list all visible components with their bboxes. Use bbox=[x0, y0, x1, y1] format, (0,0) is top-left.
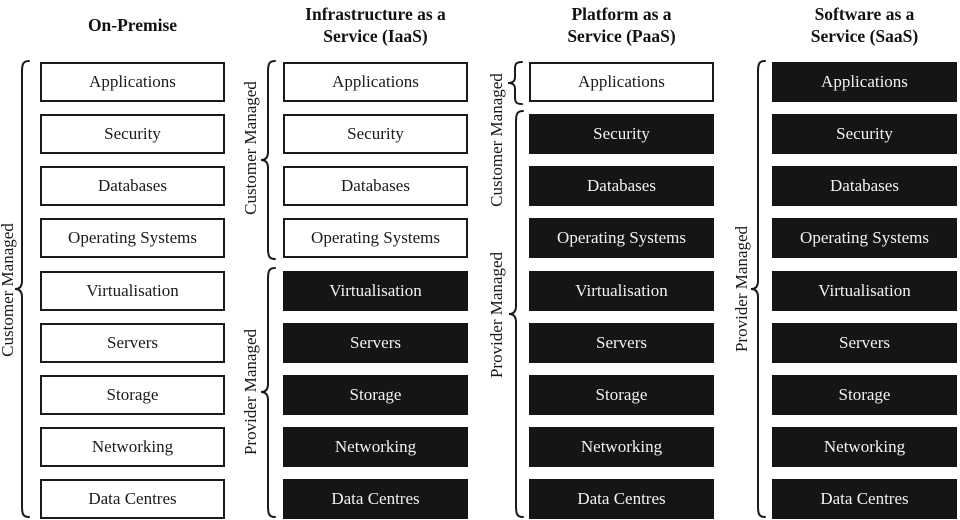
bracket-label-paas-provider: Provider Managed bbox=[487, 251, 506, 379]
layer-box-onpremise-servers: Servers bbox=[40, 323, 225, 363]
layer-box-onpremise-networking: Networking bbox=[40, 427, 225, 467]
column-header-iaas: Infrastructure as a Service (IaaS) bbox=[305, 4, 446, 46]
layer-box-paas-applications: Applications bbox=[529, 62, 714, 102]
curly-brace-paas-customer bbox=[507, 61, 523, 105]
layer-box-iaas-virtualisation: Virtualisation bbox=[283, 271, 468, 311]
layer-box-onpremise-applications: Applications bbox=[40, 62, 225, 102]
layer-box-onpremise-operating-systems: Operating Systems bbox=[40, 218, 225, 258]
layer-box-paas-data-centres: Data Centres bbox=[529, 479, 714, 519]
layer-box-saas-databases: Databases bbox=[772, 166, 957, 206]
curly-brace-iaas-provider bbox=[260, 267, 276, 518]
layer-box-onpremise-databases: Databases bbox=[40, 166, 225, 206]
layer-box-paas-virtualisation: Virtualisation bbox=[529, 271, 714, 311]
layer-box-iaas-security: Security bbox=[283, 114, 468, 154]
layer-box-saas-security: Security bbox=[772, 114, 957, 154]
layer-box-saas-servers: Servers bbox=[772, 323, 957, 363]
column-header-on-premise: On-Premise bbox=[87, 15, 178, 35]
bracket-label-paas-customer: Customer Managed bbox=[487, 73, 506, 207]
curly-brace-onpremise-customer bbox=[14, 60, 30, 518]
layer-box-paas-databases: Databases bbox=[529, 166, 714, 206]
layer-box-paas-operating-systems: Operating Systems bbox=[529, 218, 714, 258]
layer-box-paas-security: Security bbox=[529, 114, 714, 154]
layer-box-iaas-storage: Storage bbox=[283, 375, 468, 415]
layer-box-saas-data-centres: Data Centres bbox=[772, 479, 957, 519]
layer-box-paas-networking: Networking bbox=[529, 427, 714, 467]
layer-box-paas-servers: Servers bbox=[529, 323, 714, 363]
layer-box-paas-storage: Storage bbox=[529, 375, 714, 415]
layer-box-iaas-servers: Servers bbox=[283, 323, 468, 363]
layer-box-onpremise-storage: Storage bbox=[40, 375, 225, 415]
layer-box-iaas-data-centres: Data Centres bbox=[283, 479, 468, 519]
layer-box-saas-applications: Applications bbox=[772, 62, 957, 102]
layer-box-saas-virtualisation: Virtualisation bbox=[772, 271, 957, 311]
bracket-label-iaas-provider: Provider Managed bbox=[241, 328, 260, 456]
layer-box-iaas-networking: Networking bbox=[283, 427, 468, 467]
layer-box-iaas-databases: Databases bbox=[283, 166, 468, 206]
layer-box-iaas-operating-systems: Operating Systems bbox=[283, 218, 468, 258]
bracket-label-onpremise-customer: Customer Managed bbox=[0, 223, 17, 357]
layer-box-onpremise-security: Security bbox=[40, 114, 225, 154]
curly-brace-saas-provider bbox=[750, 60, 766, 518]
bracket-label-saas-provider: Provider Managed bbox=[732, 225, 751, 353]
layer-box-saas-storage: Storage bbox=[772, 375, 957, 415]
bracket-label-iaas-customer: Customer Managed bbox=[241, 81, 260, 215]
column-header-saas: Software as a Service (SaaS) bbox=[810, 4, 919, 46]
curly-brace-iaas-customer bbox=[260, 60, 276, 260]
column-header-paas: Platform as a Service (PaaS) bbox=[567, 4, 676, 46]
layer-box-iaas-applications: Applications bbox=[283, 62, 468, 102]
curly-brace-paas-provider bbox=[508, 110, 524, 518]
layer-box-saas-operating-systems: Operating Systems bbox=[772, 218, 957, 258]
layer-box-onpremise-data-centres: Data Centres bbox=[40, 479, 225, 519]
layer-box-saas-networking: Networking bbox=[772, 427, 957, 467]
layer-box-onpremise-virtualisation: Virtualisation bbox=[40, 271, 225, 311]
